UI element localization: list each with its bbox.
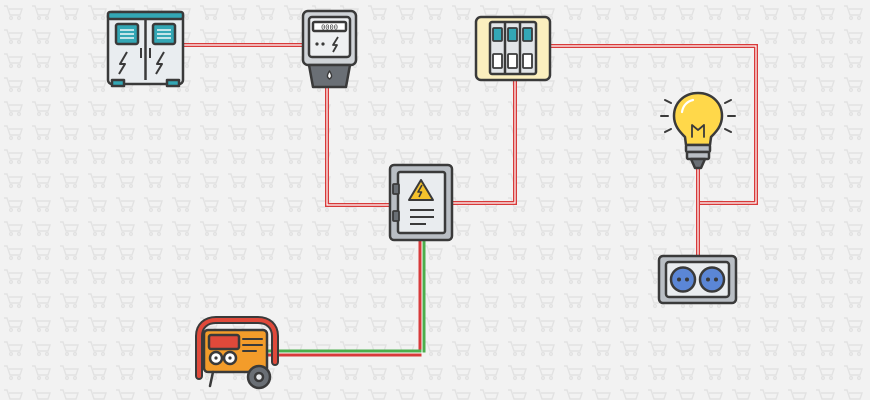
wire-breaker-socket — [550, 44, 758, 205]
light-bulb-icon — [660, 91, 736, 170]
circuit-breaker-icon — [474, 15, 552, 82]
electric-meter-icon: 0000 — [301, 9, 358, 89]
wire-panel-breaker — [452, 80, 517, 205]
generator-icon — [195, 316, 279, 390]
electrical-cabinet-icon — [106, 10, 185, 88]
distribution-panel-icon — [388, 163, 454, 242]
wire-generator-panel — [268, 241, 426, 357]
wire-meter-panel — [325, 88, 392, 207]
wires — [182, 43, 758, 357]
meter-display: 0000 — [321, 24, 338, 32]
power-socket-icon — [657, 254, 738, 305]
